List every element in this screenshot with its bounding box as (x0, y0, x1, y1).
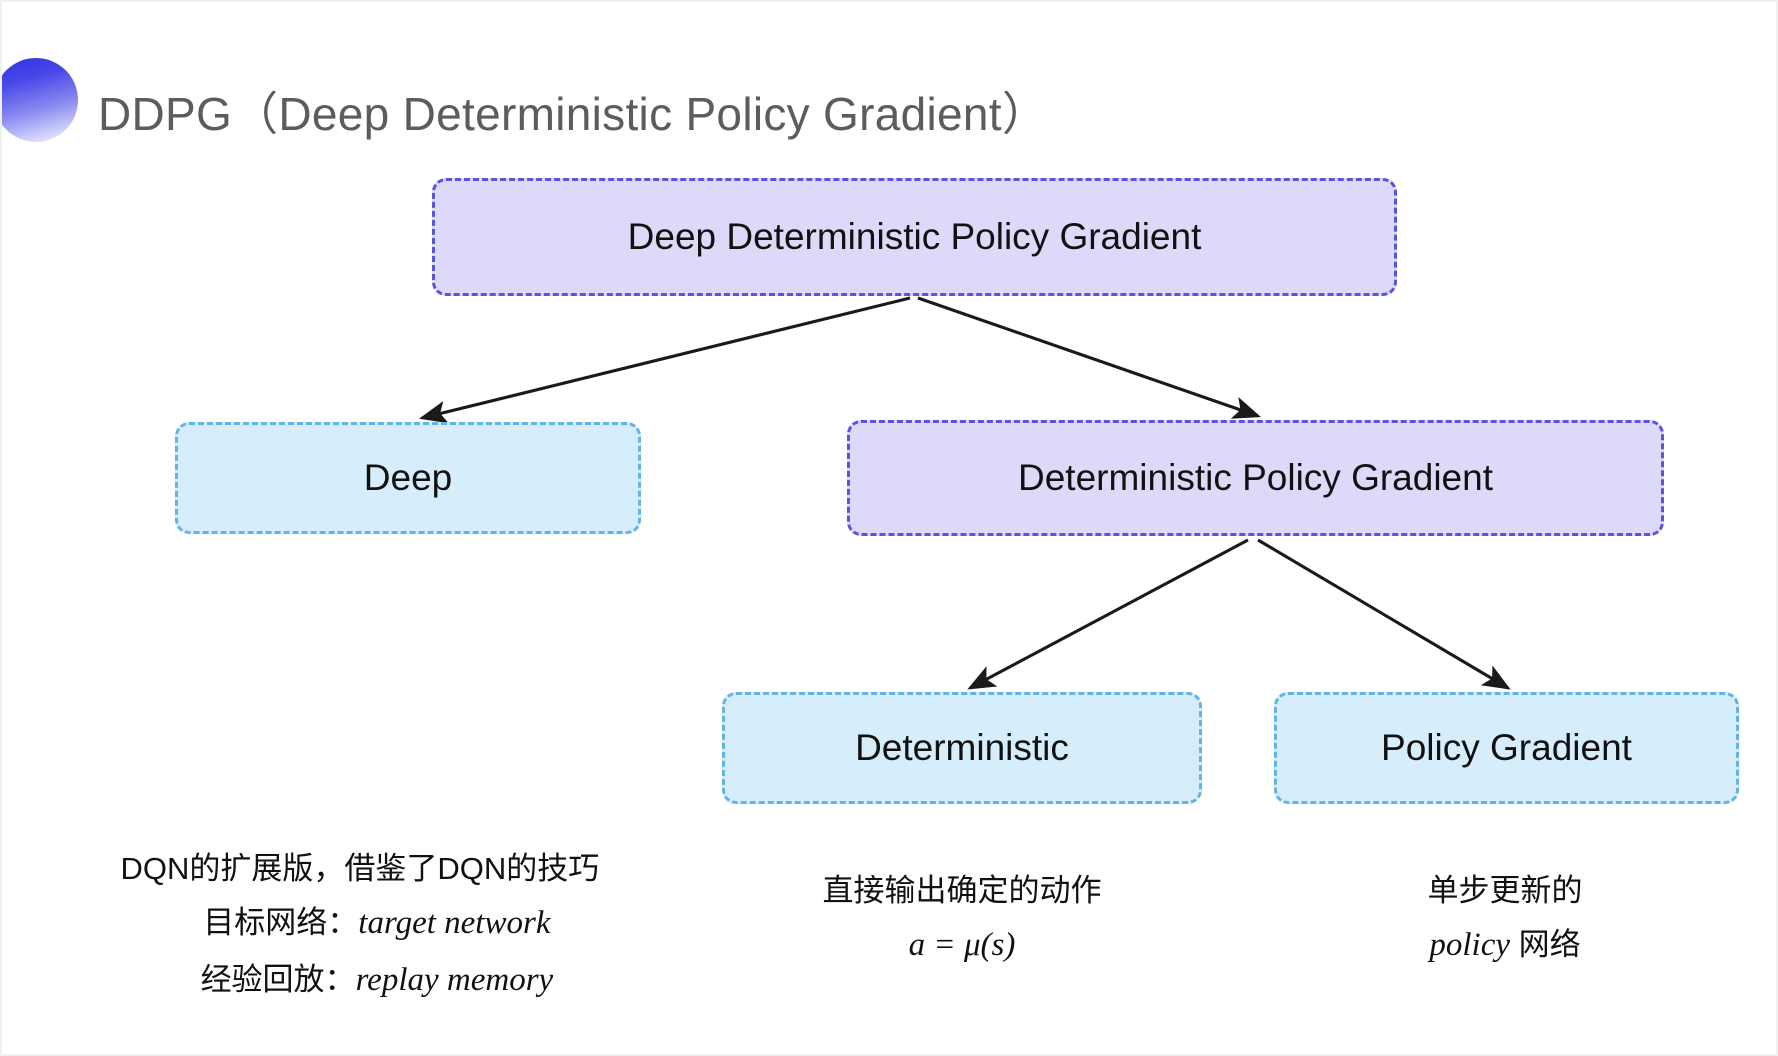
caption-right-line-1: 单步更新的 (1427, 873, 1583, 908)
caption-deterministic: 直接输出确定的动作 a = μ(s) (823, 864, 1102, 974)
caption-right-line-2-term: policy (1429, 927, 1510, 964)
edge-root-to-dpg (917, 296, 1261, 419)
node-label: Policy Gradient (1381, 726, 1632, 768)
caption-policy-gradient: 单步更新的 policy 网络 (1428, 864, 1583, 974)
caption-left-line-2-label: 目标网络： (203, 905, 359, 941)
caption-left-line-3: 经验回放：replay memory (121, 952, 600, 1009)
node-deep-deterministic-policy-gradient[interactable]: Deep Deterministic Policy Gradient (432, 178, 1397, 296)
node-policy-gradient[interactable]: Policy Gradient (1274, 692, 1739, 804)
edge-dpg-to-policy-gradient (1257, 538, 1511, 690)
caption-left-line-3-label: 经验回放： (200, 962, 356, 998)
caption-middle-formula: a = μ(s) (908, 927, 1016, 964)
edge-dpg-to-deterministic (967, 538, 1249, 690)
node-deterministic[interactable]: Deterministic (722, 692, 1202, 804)
caption-left-line-2-term: target network (358, 905, 551, 942)
caption-left-line-2: 目标网络：target network (121, 895, 600, 952)
caption-deep: DQN的扩展版，借鉴了DQN的技巧 目标网络：target network 经验… (121, 842, 600, 1009)
node-label: Deep Deterministic Policy Gradient (627, 215, 1202, 257)
node-deep[interactable]: Deep (175, 422, 641, 534)
page-title: DDPG（Deep Deterministic Policy Gradient） (98, 88, 1049, 140)
caption-right-line-2-suffix: 网络 (1510, 927, 1581, 963)
edge-root-to-deep (418, 296, 911, 424)
node-label: Deep (363, 456, 453, 498)
decorative-half-circle-icon (2, 58, 78, 142)
node-label: Deterministic (855, 726, 1069, 768)
caption-left-line-1: DQN的扩展版，借鉴了DQN的技巧 (120, 851, 600, 886)
node-label: Deterministic Policy Gradient (1018, 456, 1493, 498)
caption-left-line-3-term: replay memory (355, 962, 554, 999)
node-deterministic-policy-gradient[interactable]: Deterministic Policy Gradient (847, 420, 1664, 536)
caption-middle-line-1: 直接输出确定的动作 (822, 873, 1102, 908)
caption-right-line-2: policy 网络 (1428, 917, 1583, 974)
